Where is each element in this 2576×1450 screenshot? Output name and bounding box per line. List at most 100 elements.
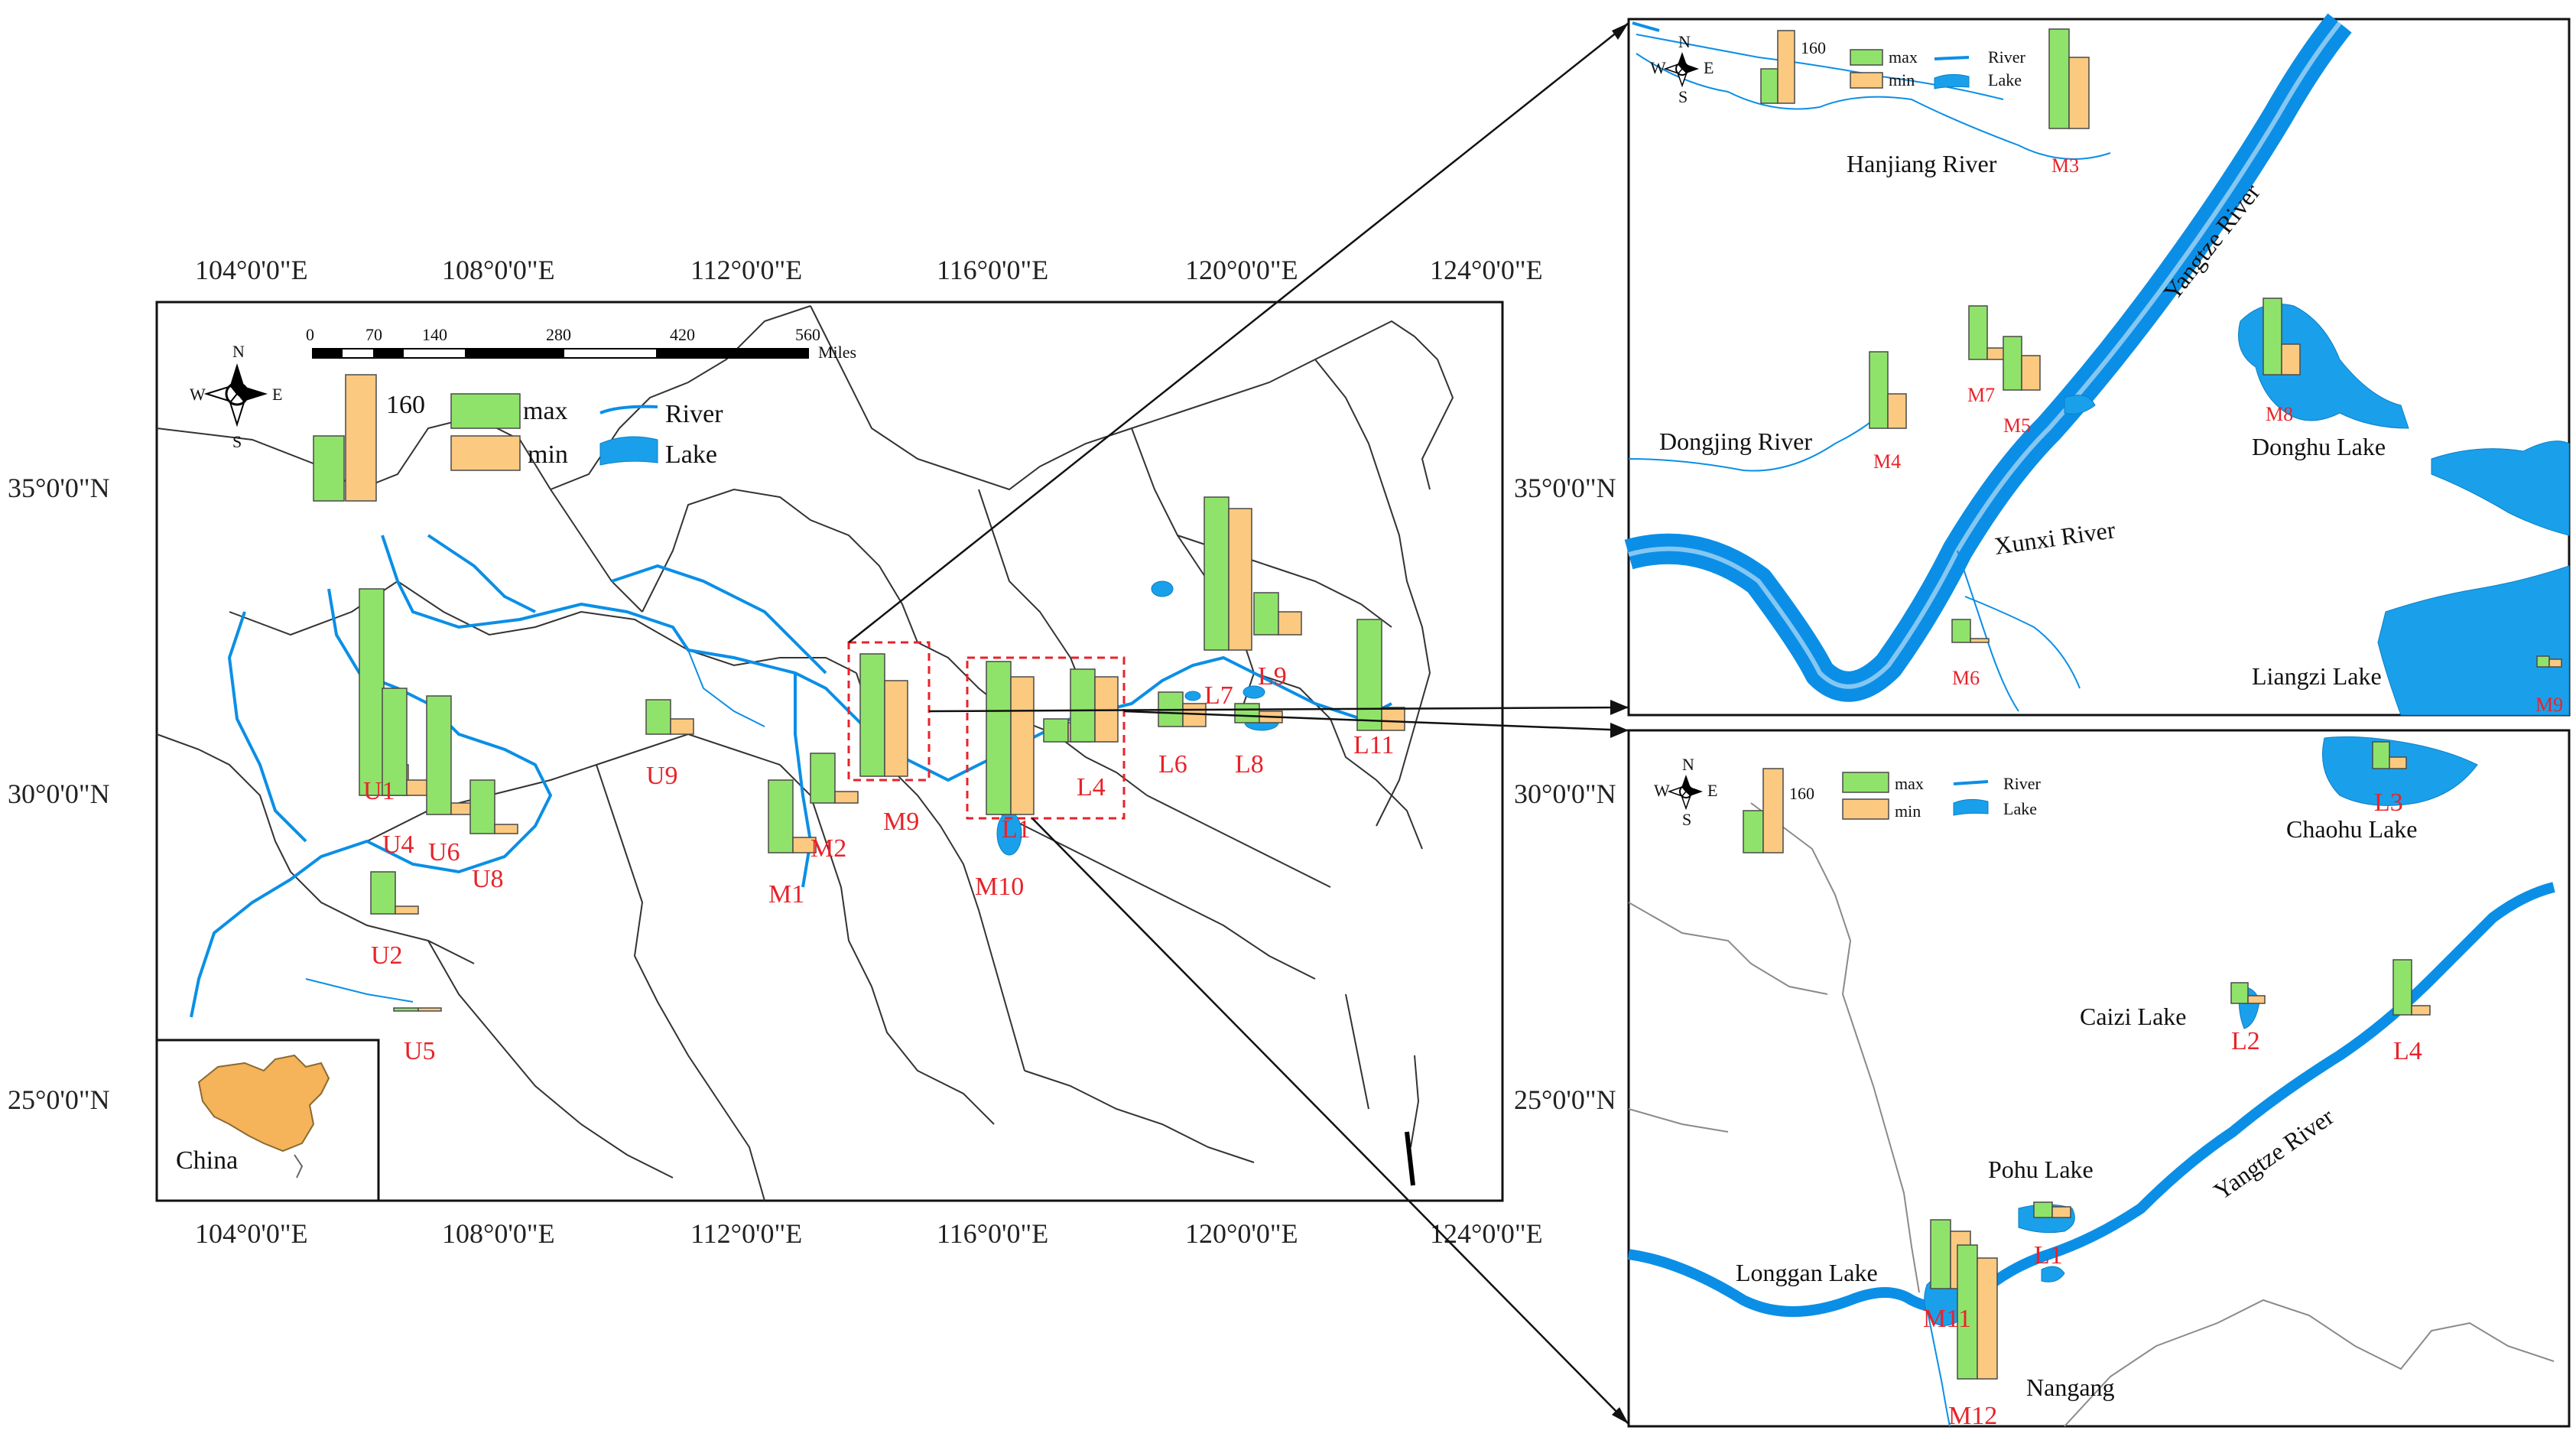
site-label: L7 xyxy=(1204,681,1233,710)
legend-bar-max xyxy=(313,435,345,502)
site-label: U8 xyxy=(472,865,504,893)
scale-unit: Miles xyxy=(818,343,856,362)
place-label: Dongjing River xyxy=(1659,428,1812,455)
legend-min-label: min xyxy=(1895,801,1921,821)
top-longitude-labels: 104°0'0"E 108°0'0"E 112°0'0"E 116°0'0"E … xyxy=(195,255,1543,285)
main-map: 104°0'0"E 108°0'0"E 112°0'0"E 116°0'0"E … xyxy=(8,255,1616,1249)
legend-lake-label: Lake xyxy=(1988,70,2022,89)
legend-max-label: max xyxy=(523,397,568,425)
scale-tick: 280 xyxy=(546,325,571,344)
legend-river-label: River xyxy=(2003,774,2042,793)
site-label: L11 xyxy=(1353,731,1395,759)
compass-n: N xyxy=(232,342,245,361)
site-label: L3 xyxy=(2374,788,2403,817)
lon-label: 108°0'0"E xyxy=(442,255,555,285)
site-label: M12 xyxy=(1948,1402,1997,1430)
site-label: M8 xyxy=(2266,403,2293,425)
site-label: M5 xyxy=(2003,415,2031,437)
place-label: Pohu Lake xyxy=(1988,1156,2094,1183)
site-bars xyxy=(359,496,1405,1012)
scale-tick: 70 xyxy=(365,325,382,344)
lat-label: 25°0'0"N xyxy=(1514,1084,1616,1115)
site-label: U2 xyxy=(371,941,403,970)
zoom-box-poyang xyxy=(966,656,1126,820)
compass-e: E xyxy=(1704,58,1714,77)
site-label: U5 xyxy=(404,1037,436,1065)
legend-river-label: River xyxy=(1988,47,2026,67)
inset-top: Hanjiang River Yangtze River Dongjing Ri… xyxy=(1624,13,2571,717)
legend-value: 160 xyxy=(1801,38,1826,57)
site-label: L2 xyxy=(2231,1027,2260,1055)
china-inset: China xyxy=(155,1039,380,1202)
right-latitude-labels: 35°0'0"N 30°0'0"N 25°0'0"N xyxy=(1514,473,1616,1115)
site-label: U9 xyxy=(646,762,678,790)
site-label: L1 xyxy=(1002,815,1031,844)
site-label: M3 xyxy=(2051,154,2079,177)
legend-max-swatch xyxy=(450,393,521,429)
compass-n: N xyxy=(1682,755,1694,774)
site-label: M10 xyxy=(975,873,1024,901)
legend-min-label: min xyxy=(528,441,568,469)
site-label: U6 xyxy=(428,838,460,866)
site-label: M1 xyxy=(768,880,804,909)
lon-label: 116°0'0"E xyxy=(937,255,1048,285)
china-outline-icon xyxy=(197,1054,330,1153)
lat-label: 25°0'0"N xyxy=(8,1084,110,1115)
site-label: M4 xyxy=(1873,450,1901,473)
place-label: Donghu Lake xyxy=(2252,433,2386,460)
lon-label: 104°0'0"E xyxy=(195,255,308,285)
china-label: China xyxy=(176,1146,238,1175)
bottom-longitude-labels: 104°0'0"E 108°0'0"E 112°0'0"E 116°0'0"E … xyxy=(195,1218,1543,1249)
site-labels: U1 U2 U4 U5 U6 U8 U9 M1 M2 M9 M10 L1 L4 … xyxy=(363,662,1395,1065)
compass-s: S xyxy=(1678,87,1688,106)
site-label: L9 xyxy=(1258,662,1287,691)
legend-max-label: max xyxy=(1889,47,1918,67)
legend-lake-label: Lake xyxy=(665,441,717,469)
lon-label: 120°0'0"E xyxy=(1185,1218,1298,1249)
compass-icon: N S W E xyxy=(190,342,282,451)
compass-n: N xyxy=(1678,32,1691,51)
compass-e: E xyxy=(1707,781,1717,800)
lat-label: 30°0'0"N xyxy=(8,779,110,809)
lon-label: 124°0'0"E xyxy=(1430,1218,1543,1249)
site-label: M6 xyxy=(1952,667,1980,689)
lon-label: 116°0'0"E xyxy=(937,1218,1048,1249)
site-label: U1 xyxy=(363,777,395,805)
lon-label: 104°0'0"E xyxy=(195,1218,308,1249)
lon-label: 120°0'0"E xyxy=(1185,255,1298,285)
scale-tick: 560 xyxy=(795,325,820,344)
legend-max-label: max xyxy=(1895,774,1924,793)
scale-tick: 0 xyxy=(306,325,314,344)
lon-label: 112°0'0"E xyxy=(690,255,802,285)
scale-tick: 140 xyxy=(422,325,447,344)
site-label: L4 xyxy=(2393,1037,2422,1065)
legend-lake-label: Lake xyxy=(2003,799,2037,818)
legend-value: 160 xyxy=(386,391,425,419)
site-label: M2 xyxy=(810,834,846,863)
legend-river-label: River xyxy=(665,400,723,428)
callout-lines xyxy=(848,22,1629,1425)
site-label: U4 xyxy=(382,831,414,859)
scale-bar: 0 70 140 280 420 560 Miles xyxy=(306,325,856,362)
site-label: M9 xyxy=(2535,694,2563,716)
compass-icon: N S W E xyxy=(1650,32,1714,106)
lon-label: 112°0'0"E xyxy=(690,1218,802,1249)
scale-tick: 420 xyxy=(670,325,695,344)
legend-min-swatch xyxy=(450,435,521,471)
place-label: Hanjiang River xyxy=(1847,150,1997,177)
left-latitude-labels: 35°0'0"N 30°0'0"N 25°0'0"N xyxy=(8,473,110,1115)
lon-label: 108°0'0"E xyxy=(442,1218,555,1249)
place-label: Chaohu Lake xyxy=(2286,815,2418,843)
compass-s: S xyxy=(232,432,242,451)
lat-label: 30°0'0"N xyxy=(1514,779,1616,809)
site-label: M11 xyxy=(1923,1305,1971,1333)
compass-s: S xyxy=(1682,810,1691,829)
site-label: L4 xyxy=(1077,773,1106,801)
lat-label: 35°0'0"N xyxy=(1514,473,1616,503)
site-label: M7 xyxy=(1967,384,1995,406)
legend: 160 max min River Lake xyxy=(313,374,723,502)
place-label: Nangang xyxy=(2026,1374,2115,1401)
legend-bar-min xyxy=(345,374,377,502)
compass-icon: N S W E xyxy=(1654,755,1717,829)
